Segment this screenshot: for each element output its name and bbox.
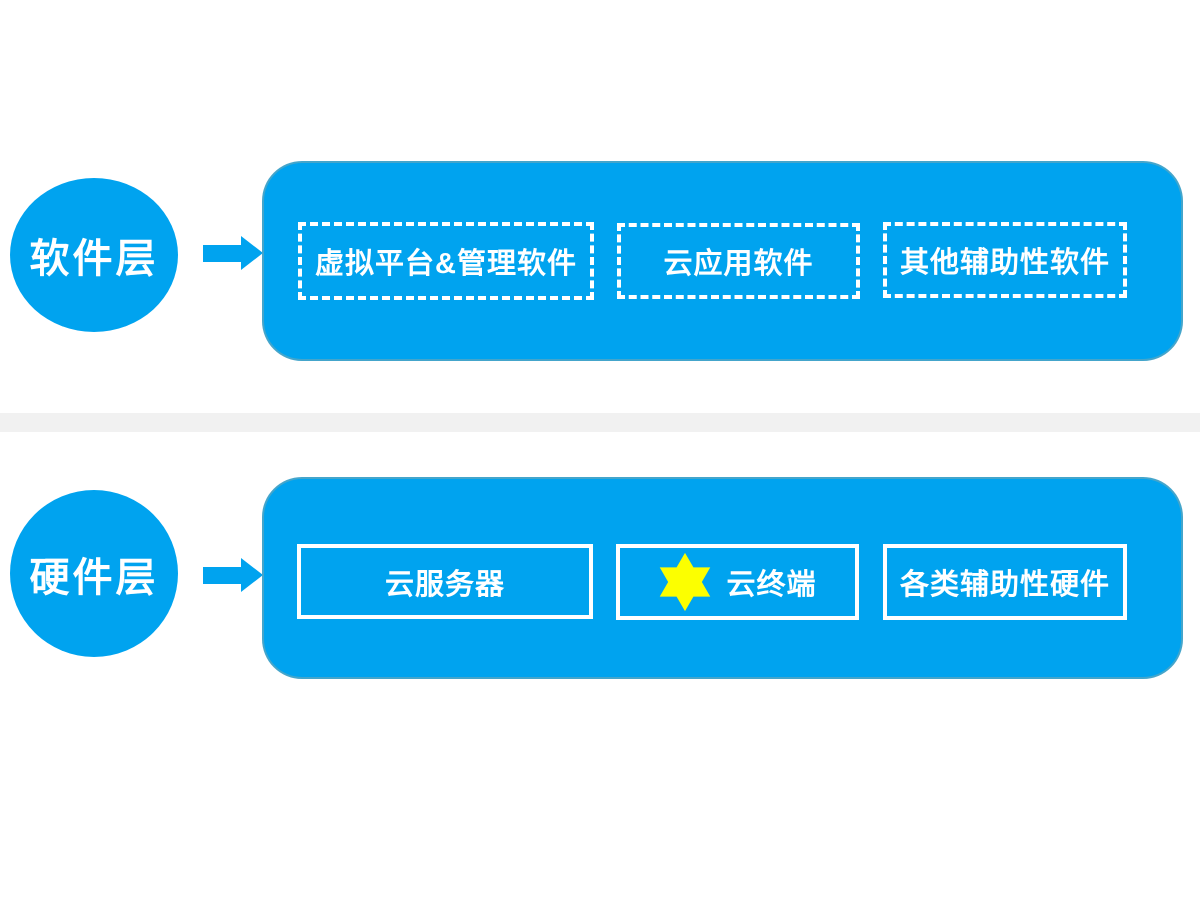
box-label: 云终端 <box>726 569 817 601</box>
star-icon <box>658 552 712 612</box>
box-other-auxiliary-hardware: 各类辅助性硬件 <box>883 544 1127 620</box>
box-other-auxiliary-software: 其他辅助性软件 <box>883 222 1127 298</box>
box-label: 云服务器 <box>384 568 505 601</box>
box-label: 其他辅助性软件 <box>899 247 1110 279</box>
arrow-right-icon <box>203 236 263 270</box>
hardware-layer-panel: 云服务器 云终端 各类辅助性硬件 <box>262 477 1183 679</box>
hardware-layer-label: 硬件层 <box>29 555 159 600</box>
arrow-shaft <box>203 244 241 262</box>
box-cloud-server: 云服务器 <box>297 544 593 619</box>
box-virtual-platform-management-software: 虚拟平台&管理软件 <box>298 222 594 300</box>
box-label: 各类辅助性硬件 <box>899 569 1110 601</box>
software-layer-label: 软件层 <box>29 237 159 281</box>
box-cloud-application-software: 云应用软件 <box>617 223 860 299</box>
box-label: 云应用软件 <box>663 248 814 280</box>
section-divider-band <box>0 413 1200 432</box>
arrow-shaft <box>203 566 241 584</box>
box-cloud-terminal: 云终端 <box>616 544 859 620</box>
software-layer-panel: 虚拟平台&管理软件 云应用软件 其他辅助性软件 <box>262 161 1183 361</box>
hardware-layer-circle: 硬件层 <box>10 490 178 657</box>
arrow-right-icon <box>203 558 263 592</box>
arrow-head <box>241 558 263 592</box>
software-layer-circle: 软件层 <box>10 178 178 332</box>
arrow-head <box>241 236 263 270</box>
box-label: 虚拟平台&管理软件 <box>315 248 577 280</box>
